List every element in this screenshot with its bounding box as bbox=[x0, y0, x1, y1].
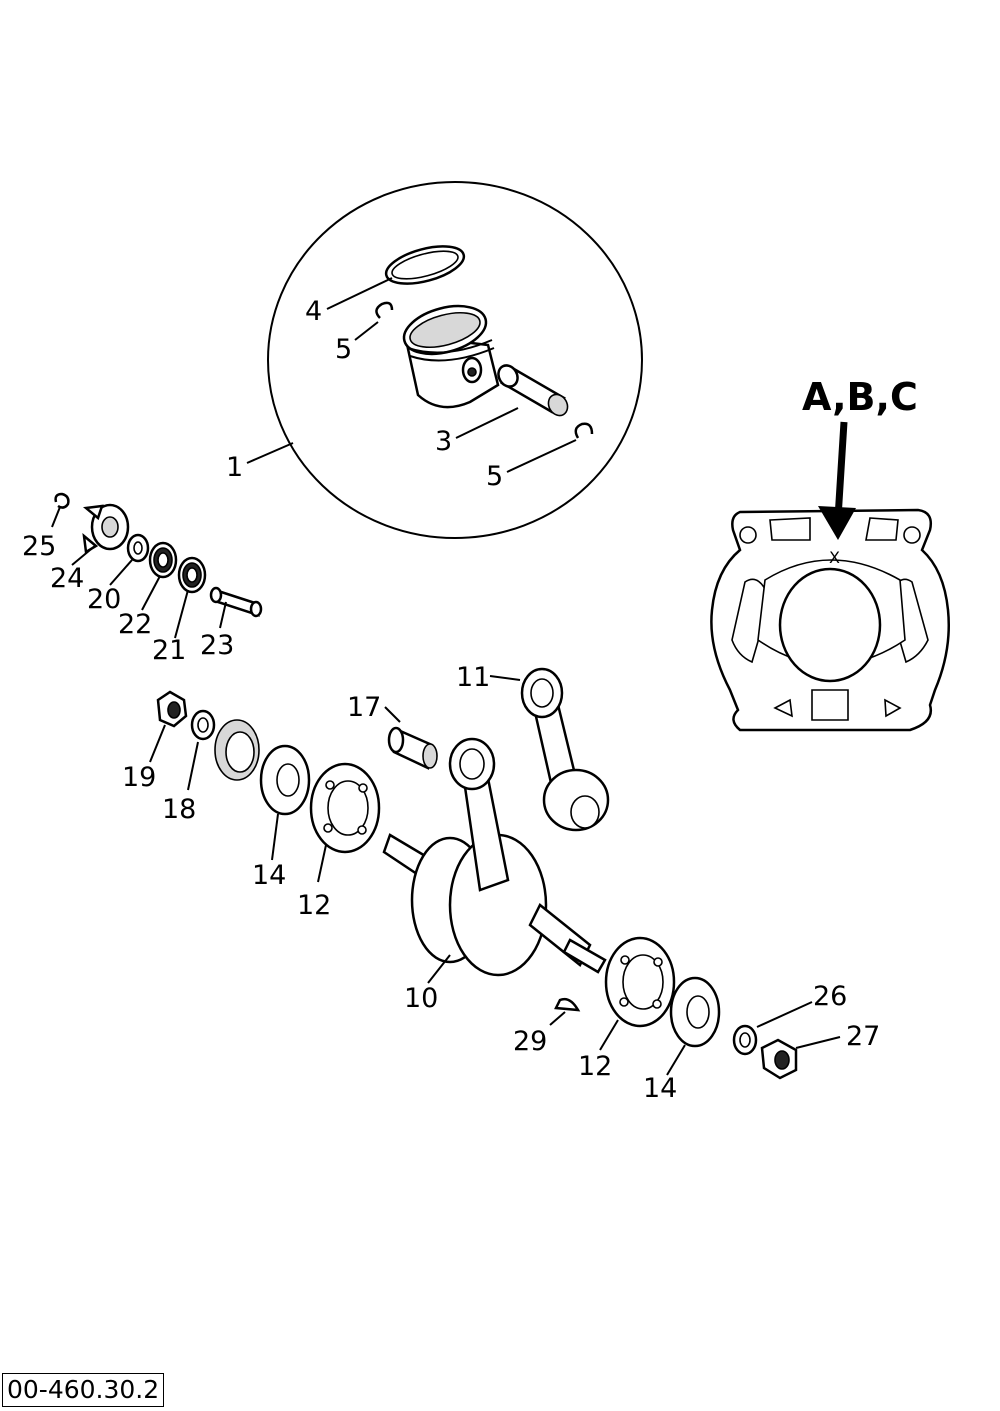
needle-bearing-17 bbox=[387, 726, 438, 770]
bearing-12-right bbox=[604, 936, 676, 1028]
label-11: 11 bbox=[456, 662, 490, 693]
connecting-rod bbox=[448, 737, 510, 892]
left-side-parts bbox=[156, 690, 381, 854]
label-14-left: 14 bbox=[252, 860, 286, 891]
label-5-upper: 5 bbox=[335, 334, 352, 365]
label-23: 23 bbox=[200, 630, 234, 661]
crankshaft-10 bbox=[382, 833, 607, 977]
washer-20 bbox=[126, 533, 150, 563]
marker-arrow-head bbox=[818, 506, 856, 540]
bearing-22 bbox=[148, 541, 178, 579]
washer-18 bbox=[190, 709, 216, 741]
label-1: 1 bbox=[226, 452, 243, 483]
label-22: 22 bbox=[118, 609, 152, 640]
pump-shaft-23 bbox=[209, 586, 263, 618]
right-side-parts bbox=[554, 936, 798, 1080]
marker-arrow-shaft bbox=[834, 421, 848, 519]
piston bbox=[402, 304, 500, 409]
piston-pin bbox=[497, 364, 569, 417]
label-14-right: 14 bbox=[643, 1073, 677, 1104]
label-17: 17 bbox=[347, 692, 381, 723]
key-29 bbox=[554, 997, 581, 1012]
nut-27 bbox=[760, 1038, 798, 1080]
label-27: 27 bbox=[846, 1021, 880, 1052]
label-25: 25 bbox=[22, 531, 56, 562]
seal-14-right bbox=[669, 976, 721, 1048]
cylinder-bore bbox=[778, 567, 882, 683]
label-20: 20 bbox=[87, 584, 121, 615]
nut-19 bbox=[156, 690, 188, 728]
leader-lines bbox=[51, 277, 841, 1076]
water-pump-group bbox=[54, 492, 263, 618]
label-10: 10 bbox=[404, 983, 438, 1014]
label-24: 24 bbox=[50, 563, 84, 594]
piston-detail-group bbox=[267, 181, 643, 539]
circlip-upper bbox=[375, 301, 394, 319]
label-5-lower: 5 bbox=[486, 461, 503, 492]
crankshaft-assembly bbox=[382, 667, 610, 977]
retaining-ring-25 bbox=[54, 492, 70, 509]
label-12-right: 12 bbox=[578, 1051, 612, 1082]
reference-code: 00-460.30.2 bbox=[2, 1373, 165, 1407]
label-21: 21 bbox=[152, 635, 186, 666]
label-3: 3 bbox=[435, 426, 452, 457]
impeller-24 bbox=[82, 503, 130, 555]
cylinder-mark-x: X bbox=[829, 548, 840, 567]
detail-circle bbox=[267, 181, 643, 539]
label-26: 26 bbox=[813, 981, 847, 1012]
seal-14-left bbox=[259, 744, 311, 816]
circlip-lower bbox=[574, 422, 594, 439]
washer-26 bbox=[732, 1024, 758, 1056]
cylinder-base-outline: X A,B,C bbox=[710, 375, 951, 732]
label-19: 19 bbox=[122, 762, 156, 793]
marker-label-abc: A,B,C bbox=[802, 375, 918, 419]
label-12-left: 12 bbox=[297, 890, 331, 921]
label-18: 18 bbox=[162, 794, 196, 825]
label-29: 29 bbox=[513, 1026, 547, 1057]
part-labels: 1 3 4 5 5 25 24 20 22 21 23 11 17 19 18 … bbox=[22, 296, 880, 1104]
bearing-21 bbox=[177, 556, 207, 594]
label-4: 4 bbox=[305, 296, 322, 327]
connecting-rod-11 bbox=[520, 667, 610, 832]
gear bbox=[214, 719, 260, 781]
bearing-12-left bbox=[309, 762, 381, 854]
piston-ring bbox=[384, 245, 466, 285]
